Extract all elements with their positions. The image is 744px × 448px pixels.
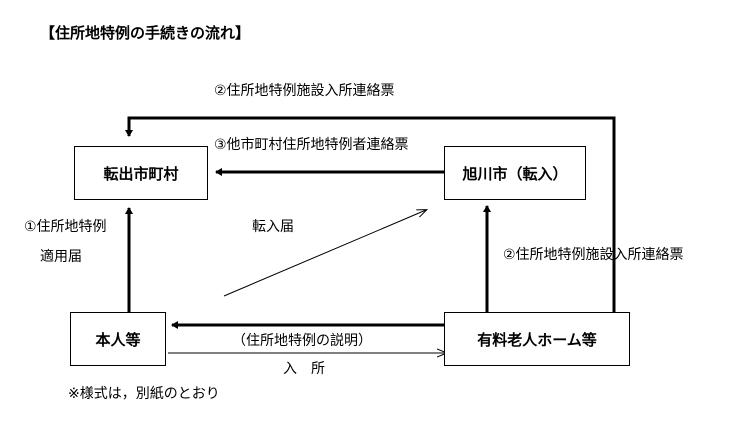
page-title: 【住所地特例の手続きの流れ】: [40, 24, 251, 42]
label-left-arrow-line2: 適用届: [40, 249, 82, 265]
label-entry: 入 所: [283, 361, 325, 377]
node-honnin-label: 本人等: [95, 330, 141, 349]
label-top-arrow: ②住所地特例施設入所連絡票: [214, 83, 395, 99]
label-diagonal-arrow: 転入届: [252, 219, 294, 235]
label-middle-arrow: ③他市町村住所地特例者連絡票: [214, 137, 409, 153]
node-asahikawa-label: 旭川市（転入）: [462, 164, 568, 183]
arrow-diagonal: [223, 210, 426, 297]
label-right-arrow: ②住所地特例施設入所連絡票: [503, 247, 684, 263]
node-roujin-home: 有料老人ホーム等: [444, 312, 630, 366]
label-bottom-arrow: （住所地特例の説明）: [232, 333, 372, 349]
arrow-top: [125, 116, 616, 316]
node-tenshutsu-label: 転出市町村: [103, 164, 179, 183]
node-tenshutsu: 転出市町村: [74, 146, 208, 200]
label-left-arrow-line1: ①住所地特例: [24, 219, 107, 235]
node-honnin: 本人等: [70, 312, 166, 366]
footnote: ※様式は，別紙のとおり: [68, 386, 220, 402]
node-asahikawa: 旭川市（転入）: [444, 146, 586, 200]
node-roujin-home-label: 有料老人ホーム等: [477, 330, 597, 349]
